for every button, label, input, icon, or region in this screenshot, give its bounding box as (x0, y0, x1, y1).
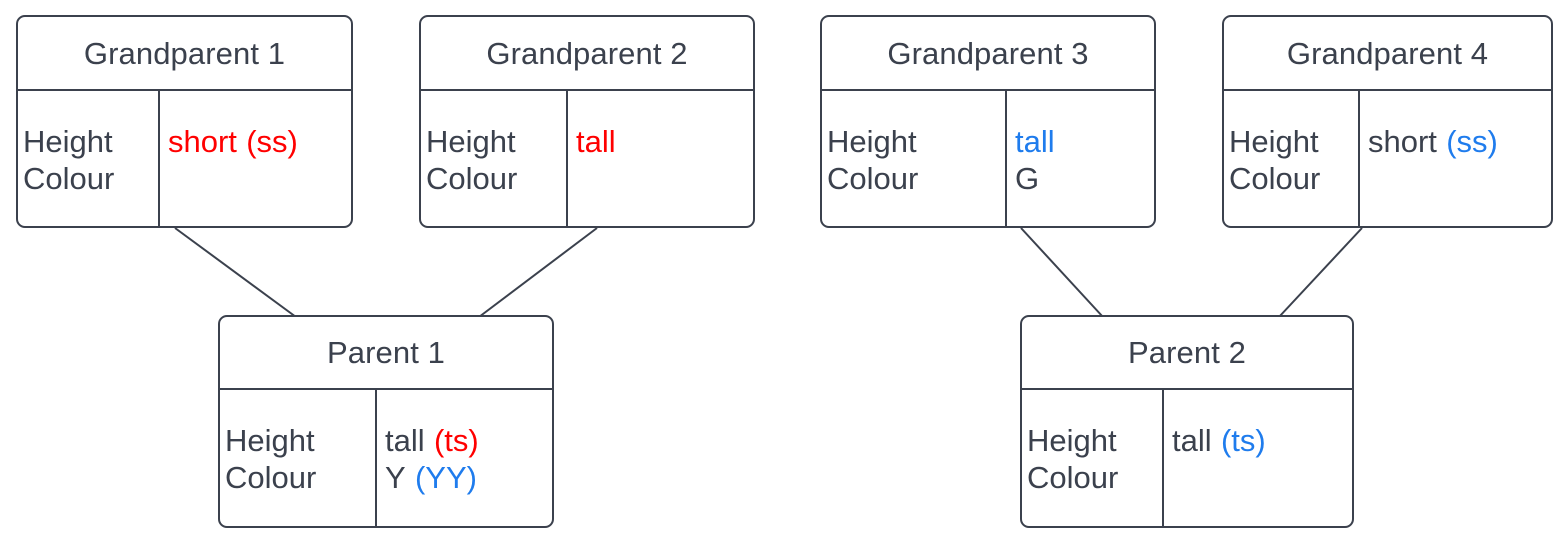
colour-phenotype: G (1015, 160, 1040, 196)
table-row-colour: Colour G (822, 158, 1154, 226)
row-value-height: tall(ts) (375, 390, 552, 458)
row-label-colour: Colour (23, 160, 115, 196)
table-row-colour: Colour Y(YY) (220, 458, 552, 526)
node-body-grandparent-4: Height short(ss) Colour (1224, 91, 1551, 226)
node-body-grandparent-2: Height tall Colour (421, 91, 753, 226)
height-genotype: (ts) (1220, 423, 1266, 458)
height-phenotype: tall (385, 423, 425, 458)
row-label-colour: Colour (426, 160, 518, 196)
row-value-colour: Y(YY) (375, 458, 552, 526)
row-value-height: tall (1005, 91, 1154, 159)
node-grandparent-4[interactable]: Grandparent 4 Height short(ss) Colour (1222, 15, 1553, 228)
height-phenotype: tall (1172, 423, 1212, 458)
connector-gp1-to-p1 (174, 227, 297, 318)
height-phenotype: tall (576, 123, 616, 159)
node-parent-1[interactable]: Parent 1 Height tall(ts) Colour Y(YY) (218, 315, 554, 528)
height-phenotype: short (1368, 123, 1437, 159)
colour-genotype: (YY) (414, 460, 477, 495)
table-row-height: Height short(ss) (1224, 91, 1551, 159)
table-row-height: Height tall(ts) (220, 390, 552, 458)
node-title-grandparent-4: Grandparent 4 (1224, 17, 1551, 91)
row-label-colour: Colour (827, 160, 919, 196)
row-label-height: Height (23, 123, 113, 159)
connector-gp4-to-p2 (1278, 227, 1363, 318)
node-grandparent-1[interactable]: Grandparent 1 Height short(ss) Colour (16, 15, 353, 228)
node-grandparent-2[interactable]: Grandparent 2 Height tall Colour (419, 15, 755, 228)
row-label-colour: Colour (1027, 460, 1119, 495)
row-label-colour: Colour (225, 460, 317, 495)
row-label-colour: Colour (1229, 160, 1321, 196)
height-genotype: (ss) (246, 123, 298, 159)
node-body-parent-2: Height tall(ts) Colour (1022, 390, 1352, 526)
table-row-colour: Colour (1022, 458, 1352, 526)
colour-phenotype: Y (385, 460, 406, 495)
row-label-height: Height (1229, 123, 1319, 159)
row-value-colour (1162, 458, 1352, 526)
node-body-grandparent-3: Height tall Colour G (822, 91, 1154, 226)
table-row-colour: Colour (1224, 158, 1551, 226)
height-phenotype: short (168, 123, 237, 159)
table-row-colour: Colour (18, 158, 351, 226)
row-label-height: Height (426, 123, 516, 159)
row-label-height: Height (1027, 423, 1117, 458)
row-label-height: Height (225, 423, 315, 458)
row-value-colour (1358, 158, 1551, 226)
connector-gp3-to-p2 (1020, 227, 1104, 318)
node-title-parent-1: Parent 1 (220, 317, 552, 390)
node-body-parent-1: Height tall(ts) Colour Y(YY) (220, 390, 552, 526)
table-row-height: Height short(ss) (18, 91, 351, 159)
row-value-colour: G (1005, 158, 1154, 226)
row-value-colour (566, 158, 753, 226)
row-value-height: tall (566, 91, 753, 159)
height-phenotype: tall (1015, 123, 1055, 159)
row-value-colour (158, 158, 351, 226)
height-genotype: (ts) (433, 423, 479, 458)
row-value-height: short(ss) (1358, 91, 1551, 159)
node-title-grandparent-3: Grandparent 3 (822, 17, 1154, 91)
table-row-colour: Colour (421, 158, 753, 226)
row-label-height: Height (827, 123, 917, 159)
row-value-height: tall(ts) (1162, 390, 1352, 458)
node-title-parent-2: Parent 2 (1022, 317, 1352, 390)
node-title-grandparent-2: Grandparent 2 (421, 17, 753, 91)
table-row-height: Height tall (421, 91, 753, 159)
height-genotype: (ss) (1446, 123, 1498, 159)
row-value-height: short(ss) (158, 91, 351, 159)
node-body-grandparent-1: Height short(ss) Colour (18, 91, 351, 226)
table-row-height: Height tall(ts) (1022, 390, 1352, 458)
node-title-grandparent-1: Grandparent 1 (18, 17, 351, 91)
table-row-height: Height tall (822, 91, 1154, 159)
node-parent-2[interactable]: Parent 2 Height tall(ts) Colour (1020, 315, 1354, 528)
node-grandparent-3[interactable]: Grandparent 3 Height tall Colour G (820, 15, 1156, 228)
connector-gp2-to-p1 (478, 227, 598, 318)
